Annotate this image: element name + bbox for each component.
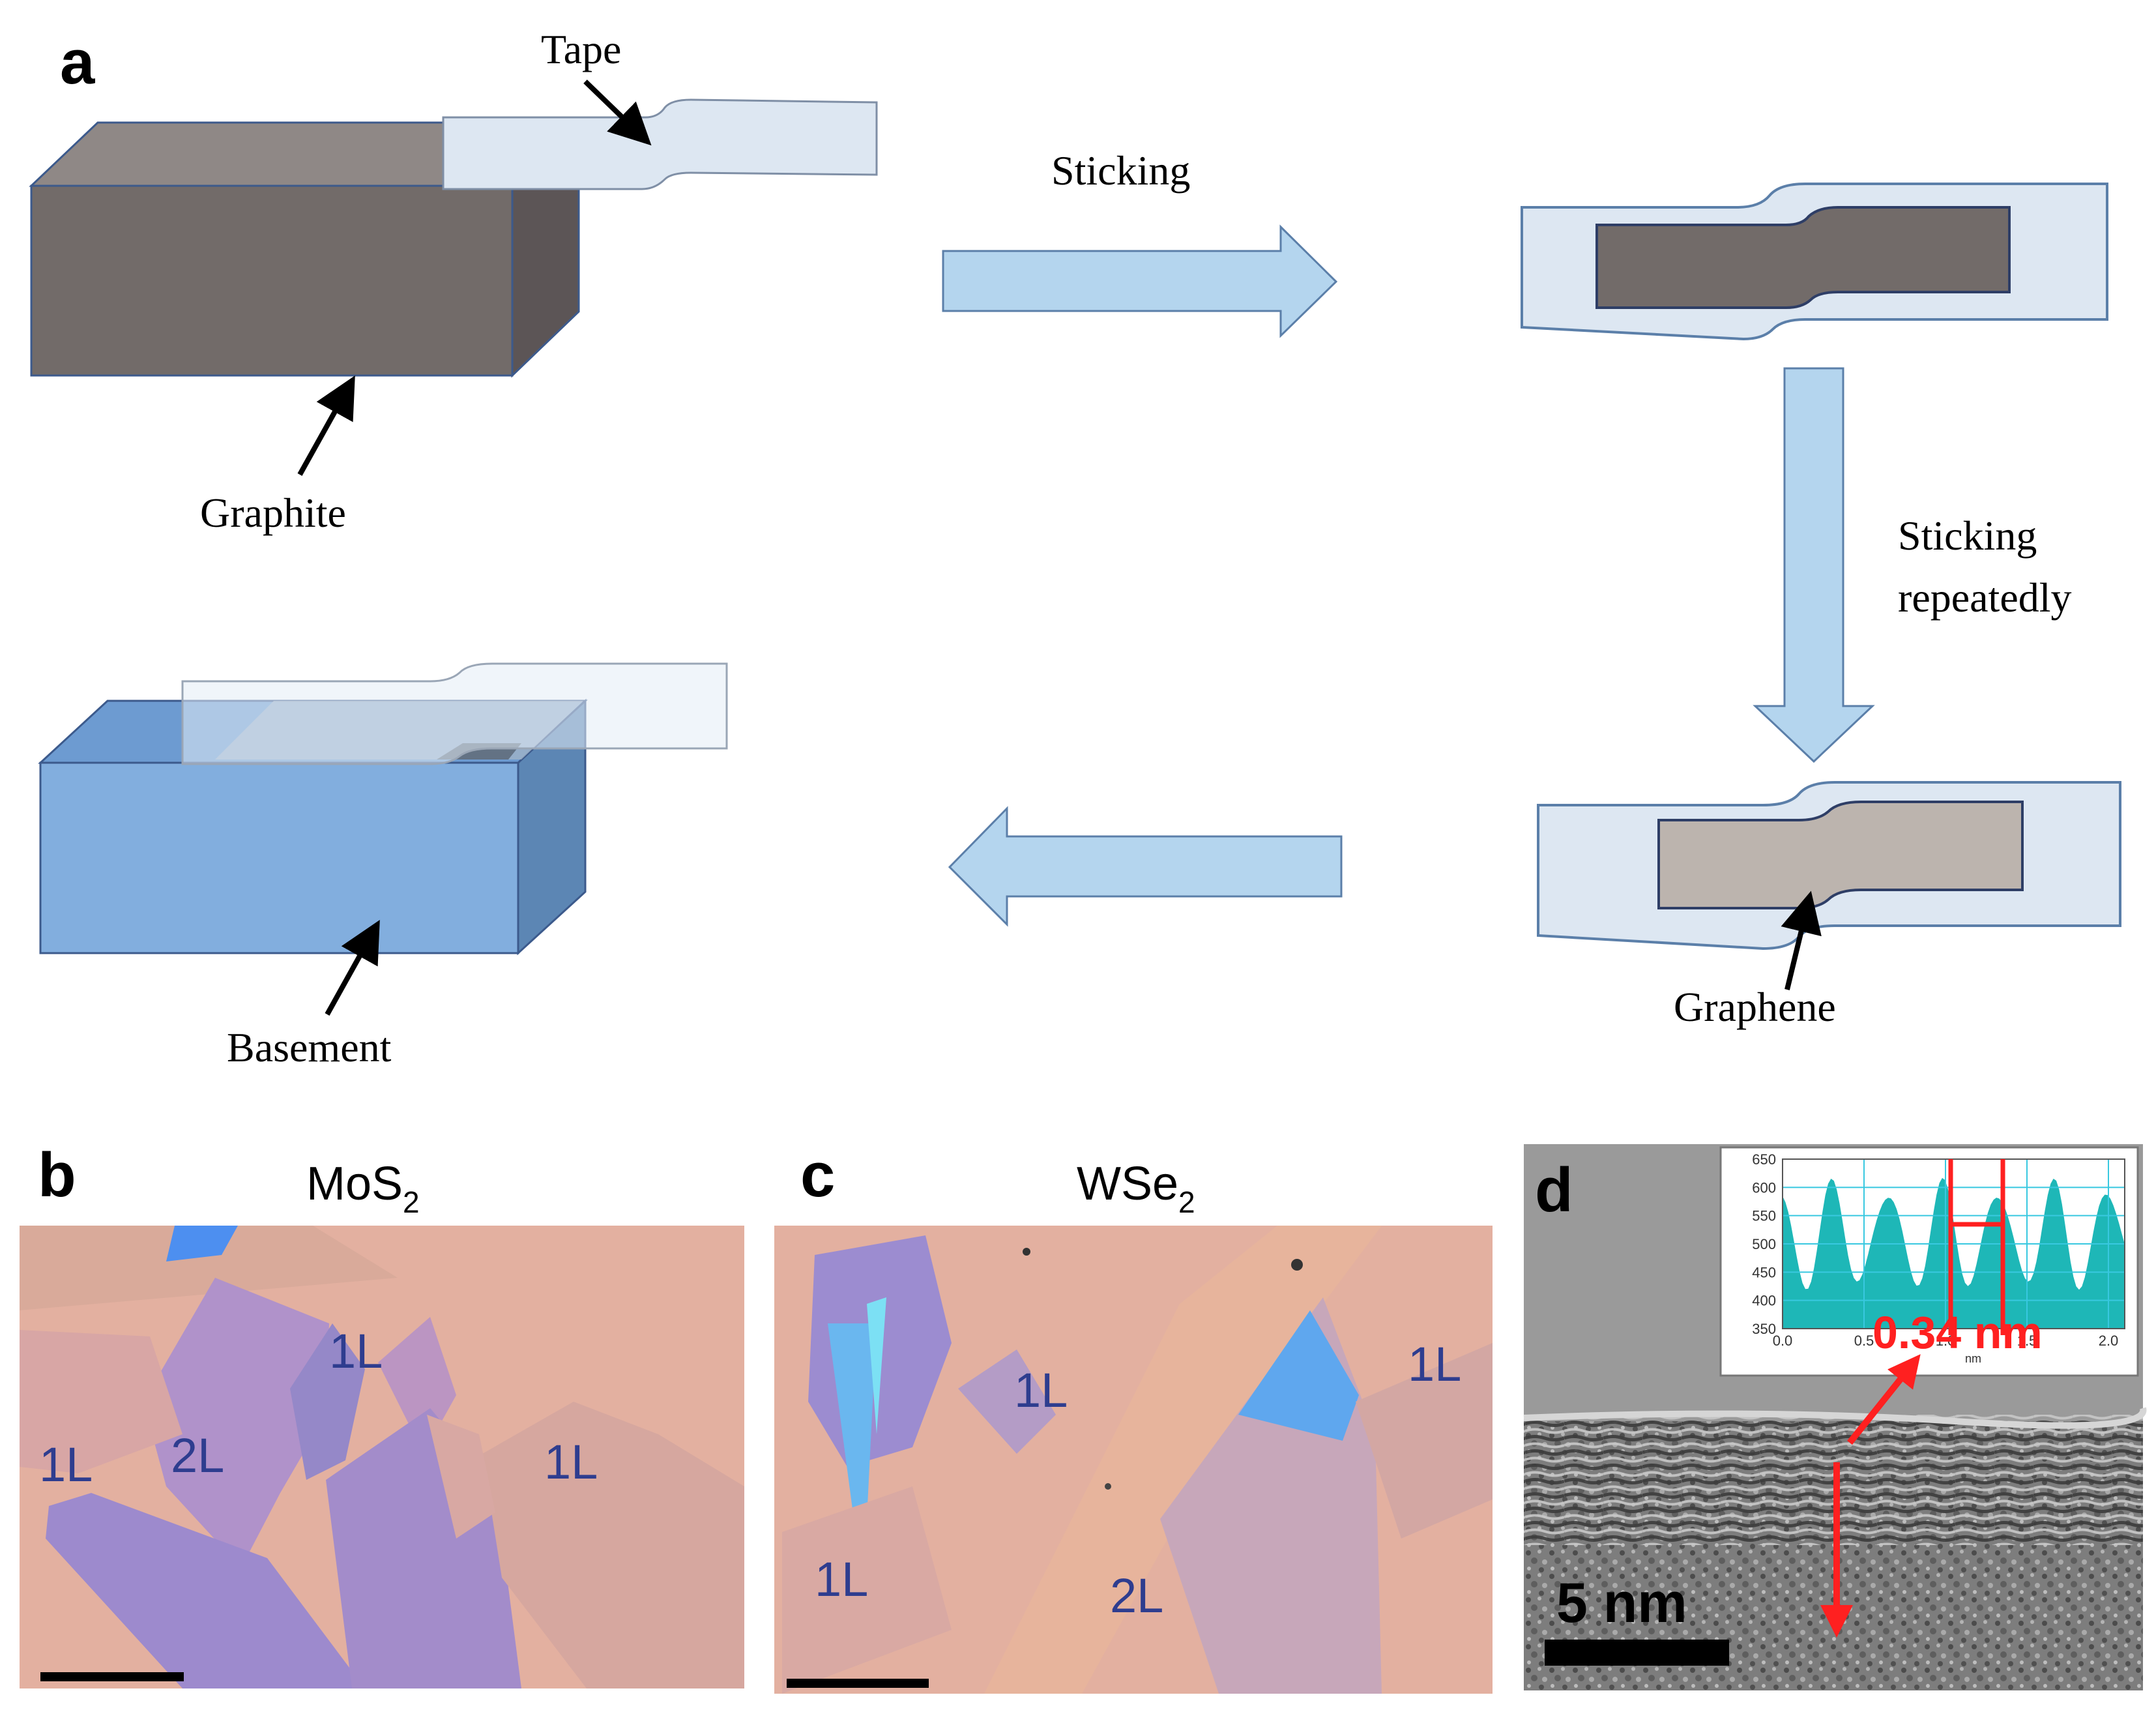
y-tick-label: 450 <box>1752 1264 1776 1280</box>
wse2-layer-label: 2L <box>1110 1569 1163 1623</box>
x-tick-label: 1.5 <box>2017 1333 2037 1349</box>
panel-a: a Tape Graphite Sticking Sticking repeat… <box>29 26 2121 1070</box>
red-arrow-to-inset <box>1847 1354 1921 1445</box>
wse2-layer-label: 1L <box>815 1552 868 1606</box>
graphite-label: Graphite <box>200 490 346 536</box>
wse2-scale-bar <box>787 1679 929 1688</box>
sticking-repeatedly-label-line1: Sticking <box>1898 512 2037 559</box>
y-tick-label: 350 <box>1752 1321 1776 1337</box>
mos2-micrograph: 1L 2L 1L 1L <box>20 1226 744 1688</box>
tape-on-graphite <box>442 98 878 190</box>
basement-label: Basement <box>227 1024 392 1070</box>
tem-scale-bar <box>1545 1640 1729 1666</box>
mos2-scale-bar <box>40 1672 184 1681</box>
panel-c: c WSe2 1L 1L 1L 2L <box>774 1140 1493 1694</box>
sticking-repeatedly-label-line2: repeatedly <box>1898 574 2072 621</box>
panel-b-title: MoS2 <box>306 1158 420 1219</box>
plot-frame <box>1782 1158 2125 1329</box>
tape-with-graphene <box>1537 781 2121 951</box>
tem-scale-label: 5 nm <box>1556 1572 1687 1634</box>
profile-area <box>1783 1177 2125 1329</box>
graphene-pointer-arrow <box>1781 891 1822 990</box>
process-arrow-down <box>1753 367 1875 763</box>
process-arrow-right <box>942 224 1338 338</box>
y-tick-label: 600 <box>1752 1179 1776 1196</box>
panel-d-letter: d <box>1535 1155 1573 1225</box>
x-tick-label: 1.0 <box>1936 1333 1956 1349</box>
process-arrow-left <box>948 806 1343 927</box>
y-tick-label: 650 <box>1752 1151 1776 1168</box>
panel-a-letter: a <box>60 27 95 97</box>
tape-on-basement <box>181 662 728 765</box>
x-tick-label: 0.0 <box>1773 1333 1793 1349</box>
mos2-layer-label: 1L <box>39 1437 93 1492</box>
x-tick-label: 0.5 <box>1854 1333 1874 1349</box>
wse2-micrograph: 1L 1L 1L 2L <box>774 1226 1493 1694</box>
y-tick-label: 400 <box>1752 1293 1776 1309</box>
tape-with-graphite <box>1521 183 2108 341</box>
tape-label: Tape <box>541 26 621 72</box>
panel-b: b MoS2 1L 2L 1L 1L <box>20 1140 744 1688</box>
mos2-layer-label: 2L <box>171 1428 224 1482</box>
spacing-label: 0.34 nm <box>1872 1307 2043 1358</box>
basement-pointer-arrow <box>325 920 380 1016</box>
y-tick-label: 550 <box>1752 1208 1776 1224</box>
panel-b-letter: b <box>38 1140 76 1210</box>
mos2-layer-label: 1L <box>329 1324 383 1378</box>
x-axis-unit: nm <box>1965 1352 1981 1365</box>
panel-c-title: WSe2 <box>1077 1158 1195 1219</box>
wse2-layer-label: 1L <box>1408 1337 1461 1391</box>
graphene-label: Graphene <box>1674 984 1836 1030</box>
y-tick-label: 500 <box>1752 1236 1776 1252</box>
sticking-label: Sticking <box>1051 147 1190 194</box>
mos2-layer-label: 1L <box>544 1435 598 1489</box>
x-tick-label: 2.0 <box>2099 1333 2119 1349</box>
graphite-pointer-arrow <box>297 376 355 476</box>
wse2-layer-label: 1L <box>1014 1363 1068 1417</box>
panel-c-letter: c <box>800 1140 835 1210</box>
tape-pointer-arrow <box>583 80 652 146</box>
